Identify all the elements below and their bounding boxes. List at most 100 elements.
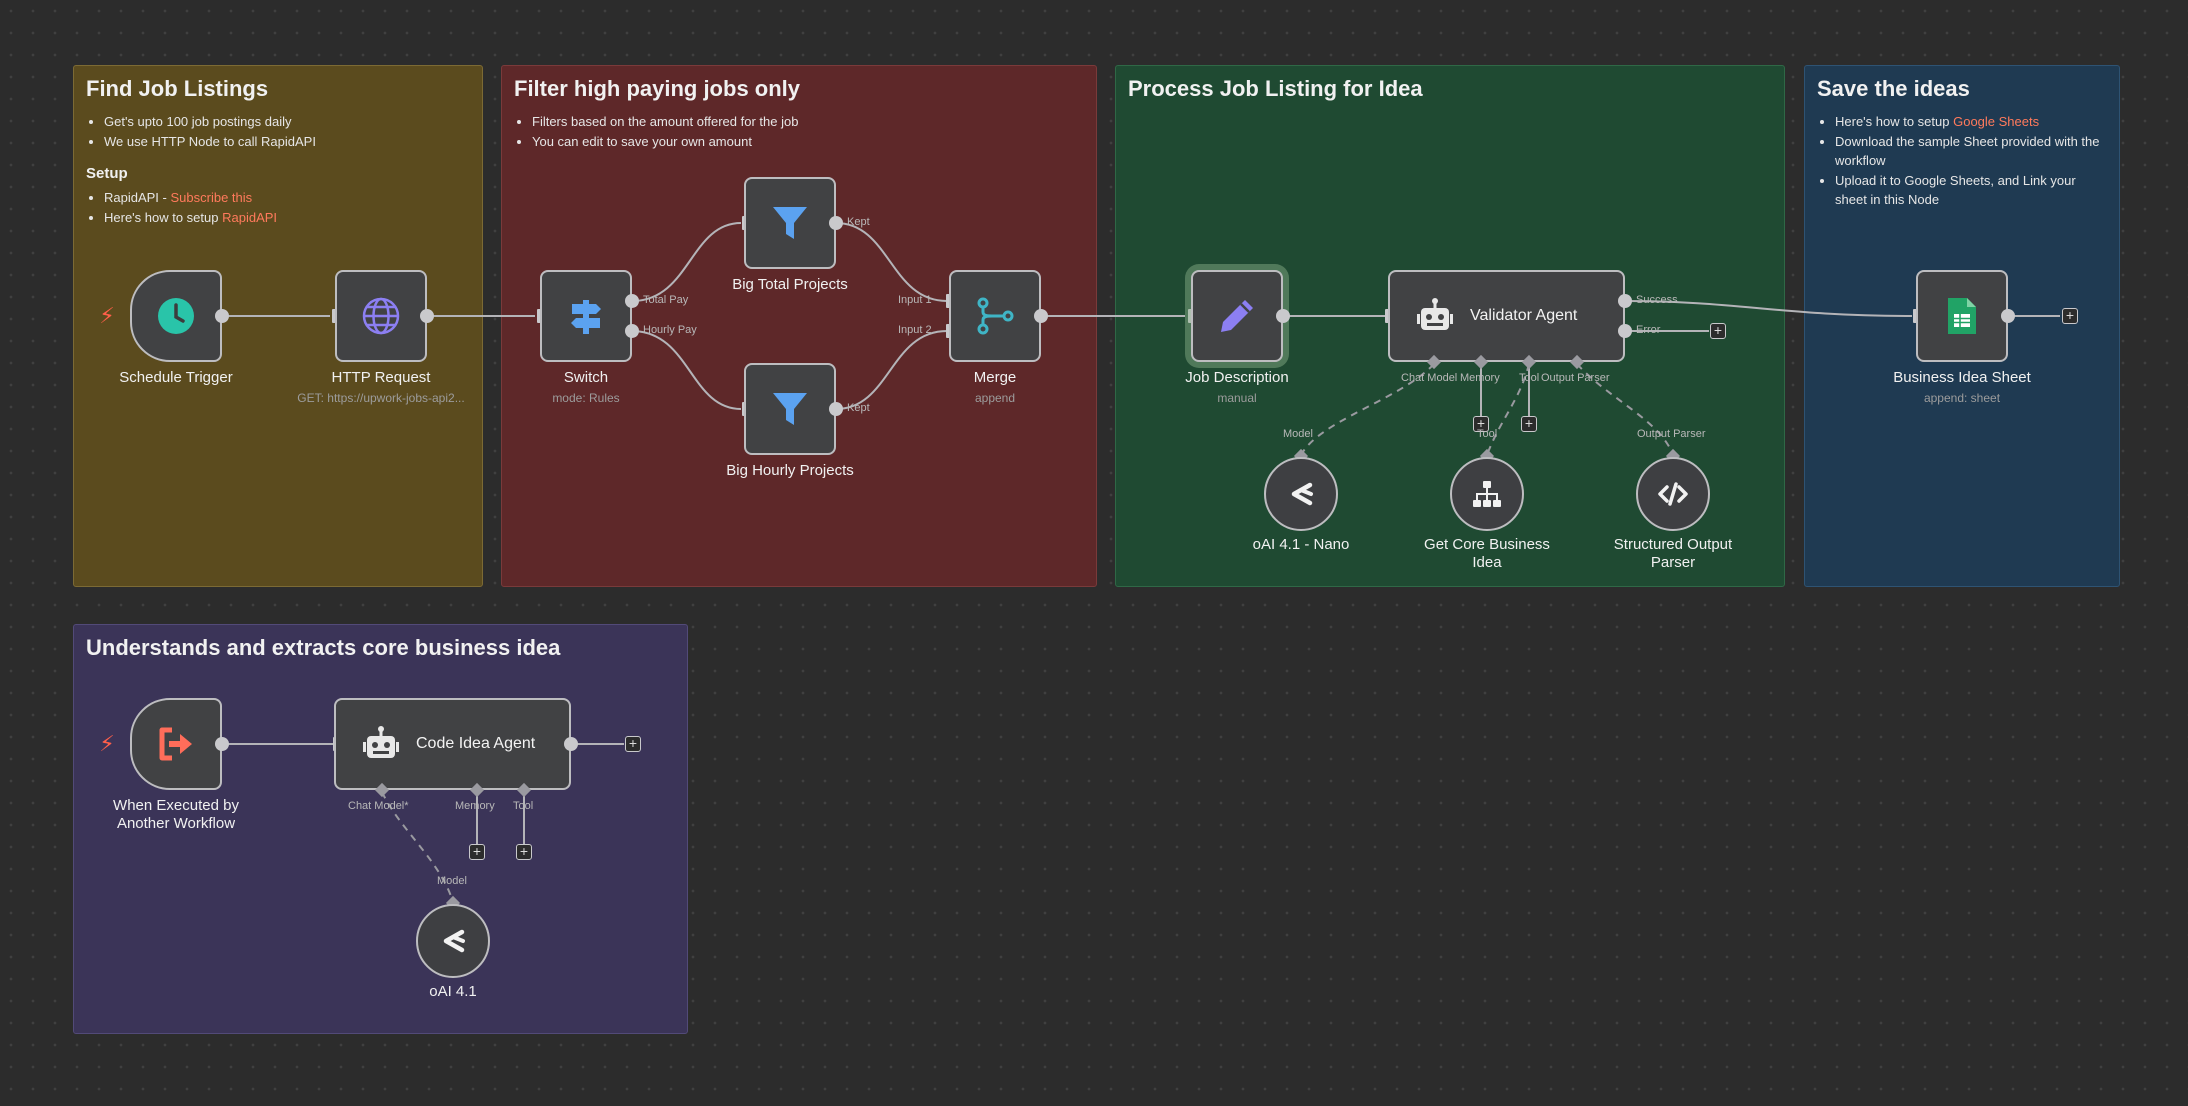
wire xyxy=(1624,300,1913,317)
output-handle[interactable] xyxy=(1034,309,1048,323)
output-handle[interactable] xyxy=(2001,309,2015,323)
job-description-node[interactable] xyxy=(1191,270,1283,362)
node-label-text: Structured Output Parser xyxy=(1613,536,1733,571)
handle-label: Chat Model* xyxy=(348,800,409,812)
node-label: When Executed by Another Workflow xyxy=(101,797,251,833)
output-label: Error xyxy=(1636,324,1661,336)
robot-icon xyxy=(363,726,399,758)
sticky-extract-idea[interactable]: Understands and extracts core business i… xyxy=(73,624,688,1034)
node-sublabel: mode: Rules xyxy=(552,391,620,405)
bullet-text: Here's how to setup xyxy=(1835,114,1954,129)
output-handle-success[interactable] xyxy=(1618,294,1632,308)
add-memory-button[interactable]: + xyxy=(469,844,485,860)
wire xyxy=(835,330,948,410)
funnel-icon xyxy=(773,393,807,425)
sticky-bullet: Upload it to Google Sheets, and Link you… xyxy=(1835,171,2107,209)
code-idea-agent-node[interactable]: Code Idea Agent xyxy=(334,698,571,790)
node-label: Structured Output Parser xyxy=(1603,536,1743,572)
add-node-button[interactable]: + xyxy=(1710,323,1726,339)
bullet-text: RapidAPI - xyxy=(104,190,171,205)
node-sublabel: GET: https://upwork-jobs-api2... xyxy=(297,391,465,405)
output-handle[interactable] xyxy=(1276,309,1290,323)
output-handle-error[interactable] xyxy=(1618,324,1632,338)
setup-heading: Setup xyxy=(86,165,128,182)
node-sublabel: append: sheet xyxy=(1923,391,2001,405)
node-label: oAI 4.1 xyxy=(429,983,477,1000)
node-label: Switch xyxy=(563,369,609,386)
add-node-button[interactable]: + xyxy=(2062,308,2078,324)
code-icon xyxy=(1658,482,1688,506)
output-handle[interactable] xyxy=(829,402,843,416)
node-label-text: When Executed by Another Workflow xyxy=(113,797,239,832)
openai-icon xyxy=(1291,482,1313,506)
sticky-title: Understands and extracts core business i… xyxy=(86,635,561,660)
output-handle-total-pay[interactable] xyxy=(625,294,639,308)
dashed-wire xyxy=(381,791,454,903)
output-handle[interactable] xyxy=(564,737,578,751)
get-core-business-idea-node[interactable] xyxy=(1450,457,1524,531)
signpost-icon xyxy=(571,300,601,334)
wire xyxy=(631,330,742,410)
node-sublabel: manual xyxy=(1217,391,1257,405)
bullet-text: Here's how to setup xyxy=(104,210,223,225)
sign-out-icon xyxy=(159,727,192,761)
dashed-wire xyxy=(1300,363,1435,456)
handle-label: Tool xyxy=(513,800,534,812)
merge-icon xyxy=(977,297,1014,335)
node-label-text: Get Core Business Idea xyxy=(1424,536,1550,571)
sticky-bullet: Download the sample Sheet provided with … xyxy=(1835,132,2107,170)
sticky-title: Filter high paying jobs only xyxy=(514,76,801,101)
add-node-button[interactable]: + xyxy=(625,736,641,752)
rapidapi-link[interactable]: RapidAPI xyxy=(222,210,278,225)
http-request-node[interactable] xyxy=(335,270,427,362)
node-label: oAI 4.1 - Nano xyxy=(1252,536,1350,553)
structured-output-parser-node[interactable] xyxy=(1636,457,1710,531)
handle-label: Output Parser xyxy=(1637,428,1706,440)
big-total-projects-node[interactable] xyxy=(744,177,836,269)
add-tool-button[interactable]: + xyxy=(516,844,532,860)
globe-icon xyxy=(362,297,400,335)
output-handle[interactable] xyxy=(215,309,229,323)
sticky-title: Process Job Listing for Idea xyxy=(1128,76,1423,101)
output-handle-hourly-pay[interactable] xyxy=(625,324,639,338)
node-label: Business Idea Sheet xyxy=(1893,369,2031,386)
sticky-bullet: We use HTTP Node to call RapidAPI xyxy=(104,132,470,151)
output-handle[interactable] xyxy=(829,216,843,230)
sticky-bullet: Get's upto 100 job postings daily xyxy=(104,112,470,131)
sticky-title: Save the ideas xyxy=(1817,76,1970,101)
validator-agent-node[interactable]: Validator Agent xyxy=(1388,270,1625,362)
business-idea-sheet-node[interactable] xyxy=(1916,270,2008,362)
google-sheets-link[interactable]: Google Sheets xyxy=(1953,114,2040,129)
sticky-bullet: Filters based on the amount offered for … xyxy=(532,112,1084,131)
output-label: Total Pay xyxy=(643,294,689,306)
execute-workflow-trigger-node[interactable] xyxy=(130,698,222,790)
sticky-bullet: RapidAPI - Subscribe this xyxy=(104,188,470,207)
google-sheets-icon xyxy=(1948,298,1976,334)
oai-model-node[interactable] xyxy=(416,904,490,978)
node-label: Validator Agent xyxy=(1470,307,1578,324)
output-label: Success xyxy=(1636,294,1678,306)
output-handle[interactable] xyxy=(215,737,229,751)
schedule-trigger-node[interactable] xyxy=(130,270,222,362)
sticky-title: Find Job Listings xyxy=(86,76,269,101)
node-label: HTTP Request xyxy=(331,369,431,386)
output-handle[interactable] xyxy=(420,309,434,323)
add-tool-button[interactable]: + xyxy=(1521,416,1537,432)
subscribe-link[interactable]: Subscribe this xyxy=(170,190,253,205)
node-label: Merge xyxy=(973,369,1017,386)
pencil-icon xyxy=(1221,300,1253,332)
handle-label: Chat Model xyxy=(1401,372,1458,384)
node-label: Big Hourly Projects xyxy=(726,462,854,479)
clock-icon xyxy=(158,298,194,334)
oai-nano-model-node[interactable] xyxy=(1264,457,1338,531)
switch-node[interactable] xyxy=(540,270,632,362)
merge-node[interactable] xyxy=(949,270,1041,362)
handle-label: Tool xyxy=(1519,372,1540,384)
node-label: Code Idea Agent xyxy=(416,735,536,752)
big-hourly-projects-node[interactable] xyxy=(744,363,836,455)
sticky-bullet: You can edit to save your own amount xyxy=(532,132,1084,151)
node-sublabel: append xyxy=(974,391,1016,405)
add-memory-button[interactable]: + xyxy=(1473,416,1489,432)
lightning-bolt-icon: ⚡ xyxy=(99,303,115,328)
